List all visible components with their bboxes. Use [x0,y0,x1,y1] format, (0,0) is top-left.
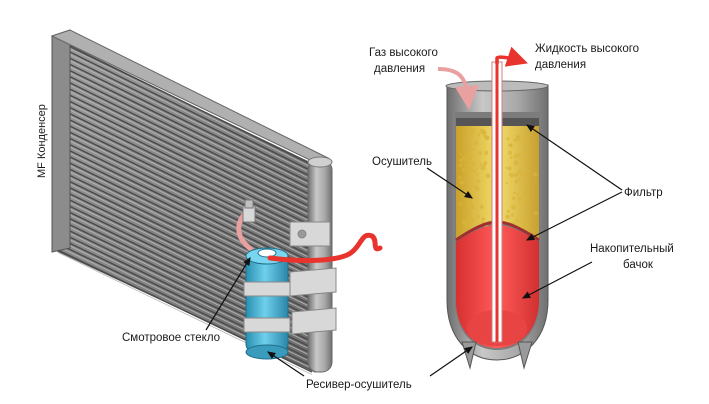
service-valve [242,199,256,223]
condenser-right-tank [307,156,333,373]
sight-glass-window [257,248,277,258]
leader-inlet [429,346,473,377]
leader-reservoir [521,261,593,299]
receiver-dryer-label: Ресивер-осушитель [306,379,412,391]
leader-receiver [267,351,305,377]
leader-filter-top [526,124,623,191]
refrigerant-outlet-line [267,232,383,263]
condenser-label: MF Конденсер [36,104,48,178]
gas-label-line1: Газ высокого [369,47,438,59]
filter-label: Фильтр [624,187,663,199]
sight-glass-label: Смотровое стекло [122,332,221,344]
receiver-dryer-cylinder [243,247,291,360]
liquid-outlet-arrow [495,46,528,67]
mounting-brackets [289,221,337,335]
gas-inlet-arrow [437,67,479,110]
pickup-tube [491,61,503,343]
leader-desiccant [426,167,473,199]
liquid-label-line1: Жидкость высокого [535,43,640,55]
liquid-label-line2: давления [535,59,587,71]
reservoir-label-line1: Накопительный [590,243,674,255]
reservoir-label-line2: бачок [623,259,653,271]
leader-sight-glass [205,256,251,331]
condenser-left-tank [51,29,71,253]
desiccant-label: Осушитель [372,156,432,168]
leader-filter-bottom [525,191,623,241]
gas-label-line2: давления [374,63,426,75]
